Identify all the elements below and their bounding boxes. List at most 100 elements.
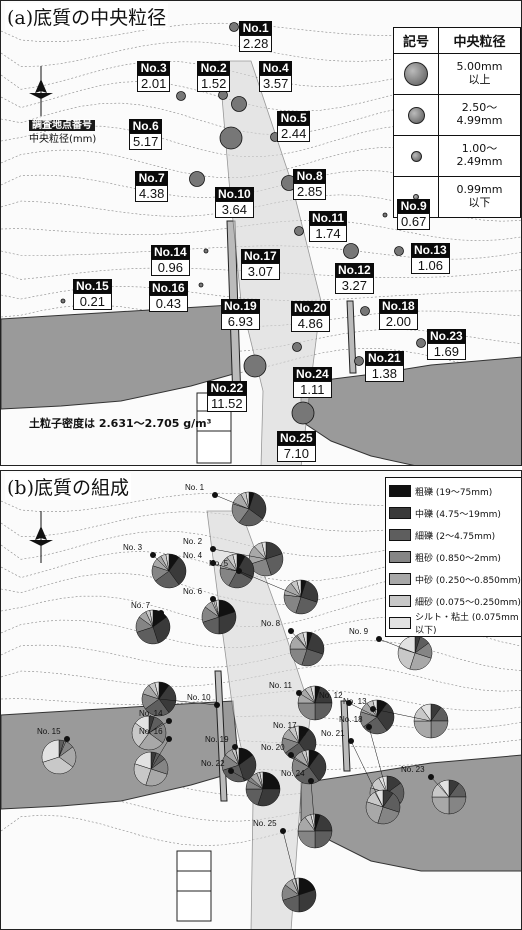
panel-b-title: (b)底質の組成	[5, 473, 131, 500]
station-median-size: 1.52	[197, 75, 231, 92]
station-id: No.15	[73, 279, 112, 293]
station-id: No.14	[151, 245, 190, 259]
station-median-size: 0.43	[149, 295, 188, 312]
composition-pie-21	[365, 789, 401, 825]
pie-slice	[232, 553, 238, 572]
pie-slice	[297, 830, 316, 849]
station-id: No.12	[335, 263, 374, 277]
legend-size-range: 2.50～ 4.99mm	[456, 101, 503, 127]
legend-dot	[404, 62, 428, 86]
composition-legend-item: 細礫 (2～4.75mm)	[389, 524, 521, 546]
composition-pie-1	[231, 491, 267, 527]
composition-pie-10	[141, 681, 177, 717]
sample-dot-6	[219, 126, 243, 150]
station-id: No.23	[427, 329, 466, 343]
station-median-size: 1.69	[427, 343, 466, 360]
composition-legend-item: 細砂 (0.075～0.250mm)	[389, 590, 521, 612]
station-label: No. 2	[183, 537, 203, 546]
station-median-size: 2.85	[293, 183, 327, 200]
composition-pie-24	[297, 813, 333, 849]
station-id: No.13	[411, 243, 450, 257]
sample-dot-1	[229, 22, 239, 32]
leader-line	[234, 746, 240, 766]
sample-dot-23	[416, 338, 426, 348]
station-label: No. 17	[273, 721, 297, 730]
composition-pie-4	[219, 553, 255, 589]
leader-line	[152, 554, 170, 572]
legend-col-size: 中央粒径	[453, 35, 506, 50]
station-id: No.1	[239, 21, 273, 35]
composition-pie-5	[283, 579, 319, 615]
legend-fraction-label: 中砂 (0.250～0.850mm)	[415, 575, 521, 586]
leader-line	[310, 780, 316, 832]
pie-slice	[295, 877, 300, 896]
pie-slice	[308, 752, 327, 782]
station-median-size: 3.57	[259, 75, 293, 92]
station-median-size: 2.44	[277, 125, 311, 142]
station-label: No. 14	[139, 709, 163, 718]
station-id: No.8	[293, 169, 327, 183]
sample-dot-13	[394, 246, 404, 256]
station-label: No. 8	[261, 619, 281, 628]
composition-pie-22	[245, 771, 281, 807]
pie-slice	[238, 754, 257, 782]
leader-line	[348, 702, 378, 718]
legend-dot	[407, 106, 425, 124]
leader-line	[230, 770, 264, 790]
sample-dot-7	[189, 171, 205, 187]
station-median-size: 2.01	[137, 75, 171, 92]
station-median-size: 0.67	[397, 213, 431, 230]
station-id: No.7	[135, 171, 169, 185]
composition-pies	[41, 491, 467, 913]
composition-pie-15	[41, 739, 77, 775]
pie-slice	[259, 771, 264, 790]
station-label: No. 1	[185, 483, 205, 492]
sample-dot-3	[176, 91, 186, 101]
composition-legend-item: 粗砂 (0.850～2mm)	[389, 546, 521, 568]
station-label: No. 11	[269, 681, 292, 690]
station-label: No. 12	[319, 691, 343, 700]
pie-slice	[41, 739, 60, 763]
station-median-size: 1.11	[293, 381, 332, 398]
pie-slice	[158, 684, 177, 714]
station-label: No. 5	[209, 559, 229, 568]
building	[176, 850, 212, 922]
station-median-size: 4.38	[135, 185, 169, 202]
pie-slice	[168, 556, 187, 586]
legend-dot	[410, 150, 422, 162]
station-label: No. 23	[401, 765, 425, 774]
station-median-size: 6.93	[221, 313, 260, 330]
legend-fraction-label: 粗礫 (19～75mm)	[415, 487, 493, 498]
composition-pie-7	[135, 609, 171, 645]
station-label: No. 24	[281, 769, 305, 778]
leader-line	[378, 638, 416, 654]
station-median-size: 3.27	[335, 277, 374, 294]
pie-slice	[298, 889, 317, 913]
pie-slice	[248, 492, 267, 520]
key-size-label: 中央粒径(mm)	[29, 134, 97, 145]
station-label: No. 7	[131, 601, 151, 610]
pie-slice	[296, 579, 302, 598]
key-station-label: 調査地点番号	[29, 120, 95, 131]
legend-swatch	[389, 617, 411, 629]
pie-slice	[152, 616, 171, 644]
leader-line	[214, 494, 250, 510]
leader-line	[58, 738, 68, 758]
station-id: No.3	[137, 61, 171, 75]
legend-swatch	[389, 595, 411, 607]
soil-density-note: 土粒子密度は 2.631～2.705 g/m³	[29, 417, 212, 430]
leader-line	[150, 738, 170, 770]
coastline-map-b	[1, 491, 521, 929]
breakwater-right	[340, 700, 351, 772]
legend-symbol	[394, 136, 439, 176]
